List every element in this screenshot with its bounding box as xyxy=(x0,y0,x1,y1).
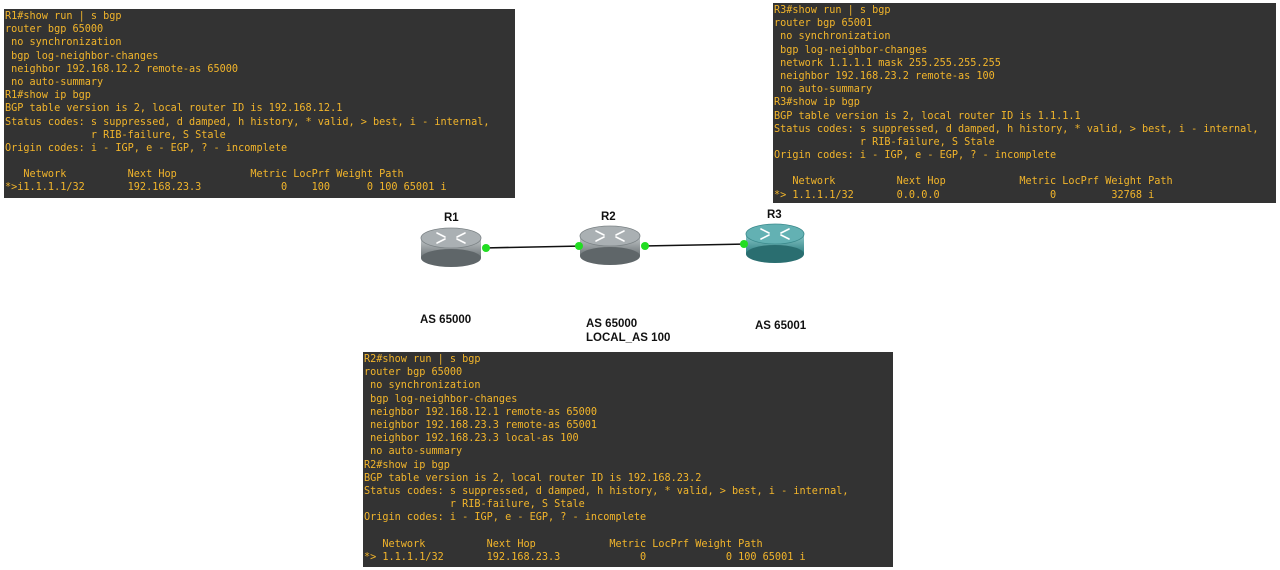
terminal-line: Origin codes: i - IGP, e - EGP, ? - inco… xyxy=(5,142,288,154)
router-r3[interactable] xyxy=(745,223,805,263)
terminal-line: router bgp 65000 xyxy=(5,24,104,36)
terminal-line: router bgp 65001 xyxy=(774,18,873,30)
router-r1[interactable] xyxy=(420,227,482,267)
router-label-r3: R3 xyxy=(767,209,782,221)
terminal-line: BGP table version is 2, local router ID … xyxy=(5,103,343,115)
terminal-line: no auto-summary xyxy=(5,76,104,88)
router-icon xyxy=(436,232,466,244)
terminal-line: Status codes: s suppressed, d damped, h … xyxy=(774,123,1259,135)
terminal-line: router bgp 65000 xyxy=(364,367,463,379)
terminal-line: network 1.1.1.1 mask 255.255.255.255 xyxy=(774,57,1001,69)
as-label-r1: AS 65000 xyxy=(420,314,472,326)
terminal-line: neighbor 192.168.23.3 remote-as 65001 xyxy=(364,419,598,431)
terminal-line: R2#show run | s bgp xyxy=(364,354,481,365)
terminal-line: Origin codes: i - IGP, e - EGP, ? - inco… xyxy=(364,512,647,524)
router-label-r2: R2 xyxy=(601,211,616,223)
terminal-line: neighbor 192.168.23.2 remote-as 100 xyxy=(774,70,995,82)
terminal-line: bgp log-neighbor-changes xyxy=(364,393,518,405)
router-icon xyxy=(760,228,790,240)
terminal-line: no synchronization xyxy=(364,380,481,392)
link-status-dot xyxy=(641,242,649,250)
link-r1-r2 xyxy=(482,245,584,249)
terminal-line: Origin codes: i - IGP, e - EGP, ? - inco… xyxy=(774,150,1057,162)
terminal-line: Status codes: s suppressed, d damped, h … xyxy=(364,485,849,497)
router-icon xyxy=(595,230,625,242)
terminal-line: *> 1.1.1.1/32 0.0.0.0 0 32768 i xyxy=(774,189,1155,201)
terminal-line: R2#show ip bgp xyxy=(364,459,450,471)
terminal-line: r RIB-failure, S Stale xyxy=(774,136,995,148)
terminal-line: *> 1.1.1.1/32 192.168.23.3 0 0 100 65001… xyxy=(364,551,806,563)
terminal-line: no auto-summary xyxy=(774,84,873,96)
terminal-line: bgp log-neighbor-changes xyxy=(774,44,928,56)
terminal-line: Network Next Hop Metric LocPrf Weight Pa… xyxy=(5,169,404,181)
terminal-line: R1#show run | s bgp xyxy=(5,11,122,22)
terminal-line: R3#show run | s bgp xyxy=(774,5,891,16)
link-r2-r3 xyxy=(642,243,749,247)
terminal-line: no synchronization xyxy=(774,31,891,43)
router-label-r1: R1 xyxy=(444,212,459,224)
topology-diagram xyxy=(420,223,805,267)
terminal-line: Network Next Hop Metric LocPrf Weight Pa… xyxy=(774,176,1173,188)
local-as-label-r2: LOCAL_AS 100 xyxy=(586,332,671,344)
terminal-line: BGP table version is 2, local router ID … xyxy=(364,472,702,484)
as-label-r2: AS 65000 xyxy=(586,318,638,330)
terminal-line xyxy=(774,162,1276,175)
terminal-line xyxy=(364,524,893,537)
as-label-r3: AS 65001 xyxy=(755,320,807,332)
terminal-line xyxy=(5,155,515,168)
terminal-line: r RIB-failure, S Stale xyxy=(364,499,585,511)
terminal-line: Network Next Hop Metric LocPrf Weight Pa… xyxy=(364,538,763,550)
terminal-line: R1#show ip bgp xyxy=(5,90,91,102)
terminal-line: neighbor 192.168.12.1 remote-as 65000 xyxy=(364,406,598,418)
terminal-line: *>i1.1.1.1/32 192.168.23.3 0 100 0 100 6… xyxy=(5,182,447,194)
link-status-dot xyxy=(482,244,490,252)
terminal-line: Status codes: s suppressed, d damped, h … xyxy=(5,116,490,128)
terminal-line: no synchronization xyxy=(5,37,122,49)
terminal-r3: R3#show run | s bgp router bgp 65001 no s… xyxy=(773,3,1276,203)
terminal-line: bgp log-neighbor-changes xyxy=(5,50,159,62)
terminal-r2: R2#show run | s bgp router bgp 65000 no s… xyxy=(363,352,893,567)
terminal-line: neighbor 192.168.12.2 remote-as 65000 xyxy=(5,63,239,75)
terminal-line: r RIB-failure, S Stale xyxy=(5,129,226,141)
terminal-line: no auto-summary xyxy=(364,446,463,458)
terminal-line: R3#show ip bgp xyxy=(774,97,860,109)
terminal-line: BGP table version is 2, local router ID … xyxy=(774,110,1081,122)
terminal-r1: R1#show run | s bgp router bgp 65000 no s… xyxy=(4,9,515,198)
terminal-line: neighbor 192.168.23.3 local-as 100 xyxy=(364,433,579,445)
router-r2[interactable] xyxy=(579,225,641,265)
